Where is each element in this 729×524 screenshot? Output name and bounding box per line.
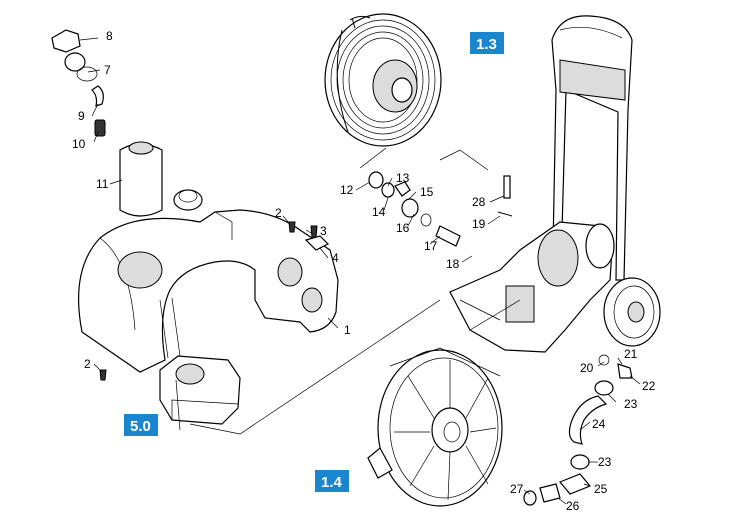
part-label: 21	[624, 347, 638, 361]
part-label: 13	[396, 171, 410, 185]
motor-pump-unit	[449, 221, 615, 353]
part-label: 26	[566, 499, 580, 513]
detergent-container	[159, 355, 241, 425]
part-label: 14	[372, 205, 386, 219]
part-label: 8	[106, 29, 113, 43]
part-label: 24	[592, 417, 606, 431]
badge-background	[315, 470, 349, 492]
part-label: 16	[396, 221, 410, 235]
part-label: 7	[104, 63, 111, 77]
suction-hose	[523, 380, 614, 506]
part-label: 28	[472, 195, 486, 209]
part-label: 1	[344, 323, 351, 337]
part-label: 2	[84, 357, 91, 371]
badge-text: 1.3	[476, 36, 497, 53]
part-label: 11	[96, 177, 109, 191]
part-label: 12	[340, 183, 354, 197]
part-label: 25	[594, 482, 608, 496]
main-housing	[77, 209, 339, 373]
hose-reel-cover	[367, 349, 503, 507]
badge-1-3[interactable]: 1.3	[470, 32, 504, 54]
pressure-fittings	[368, 171, 461, 247]
badge-background	[470, 32, 504, 54]
part-label: 4	[332, 251, 339, 265]
detergent-bottle	[119, 141, 163, 217]
part-label: 18	[446, 257, 460, 271]
badge-5-0[interactable]: 5.0	[124, 414, 158, 436]
part-label: 10	[72, 137, 86, 151]
part-label: 27	[510, 482, 524, 496]
part-label: 15	[420, 185, 434, 199]
leader-lines	[79, 37, 641, 505]
part-label: 23	[598, 455, 612, 469]
frame-handle	[551, 15, 633, 301]
part-labels: 1 2 2 3 4 5 6 7 8 9 10 11 12 13 14 15 16…	[72, 29, 656, 513]
part-label: 22	[642, 379, 656, 393]
wheel	[603, 277, 661, 347]
part-label: 9	[78, 109, 85, 123]
part-label: 20	[580, 361, 594, 375]
badge-1-4[interactable]: 1.4	[315, 470, 349, 492]
badge-background	[124, 414, 158, 436]
part-label: 2	[275, 206, 282, 220]
screws	[99, 221, 330, 381]
part-label: 19	[472, 217, 486, 231]
part-label: 17	[424, 239, 438, 253]
badge-text: 1.4	[321, 474, 343, 491]
part-label: 3	[320, 224, 327, 238]
nozzle-assembly	[51, 29, 106, 137]
filler-cap	[173, 189, 203, 211]
part-label: 23	[624, 397, 638, 411]
badge-text: 5.0	[130, 418, 151, 435]
hose-reel-drum	[324, 13, 442, 147]
